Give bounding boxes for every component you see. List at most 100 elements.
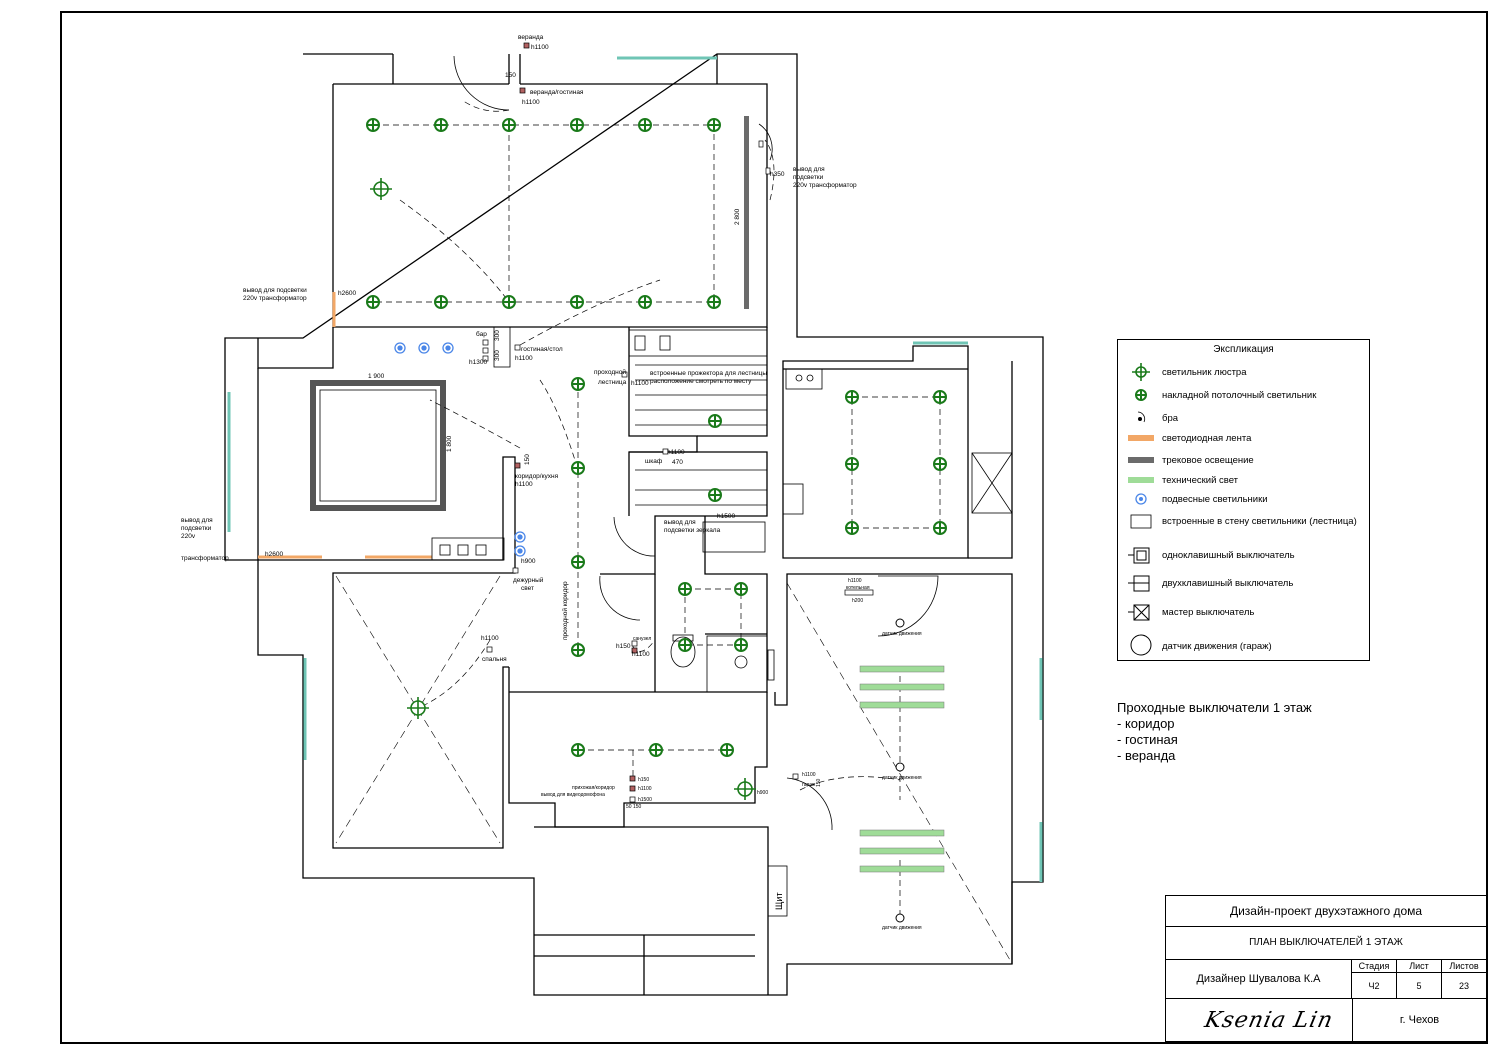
label-mirror: вывод для	[664, 519, 696, 526]
notes-item: - гостиная	[1117, 732, 1178, 747]
label-bar: бар	[476, 330, 487, 338]
label-h200: h200	[852, 598, 863, 604]
label-stair-proj: расположение смотреть по месту	[650, 378, 752, 385]
label-motion: датчик движения	[882, 775, 922, 781]
sheet-header: Лист	[1397, 959, 1442, 973]
legend-item: подвесные светильники	[1126, 489, 1365, 509]
label-output: вывод для подсветки	[243, 287, 307, 294]
sheet-frame	[60, 11, 1488, 1044]
pass-switch-notes: Проходные выключатели 1 этаж - коридор -…	[1117, 700, 1312, 764]
project-title: Дизайн-проект двухэтажного дома	[1166, 896, 1486, 927]
windows	[227, 56, 1043, 882]
label-dim: 150	[524, 454, 531, 465]
signature-logo: Ksenia Lin	[1202, 1008, 1336, 1033]
label-corridor-kitchen: коридор/кухня	[515, 473, 559, 480]
label-wardrobe: шкаф	[645, 458, 663, 465]
notes-item: - коридор	[1117, 716, 1175, 731]
label-h900: h900	[521, 558, 536, 565]
label-mirror: подсветки зеркала	[664, 527, 721, 534]
label-h1100: h1100	[515, 481, 533, 488]
sheet-value: 5	[1397, 973, 1442, 999]
label-living-table: гостиная/стол	[521, 346, 563, 353]
label-h900: h900	[757, 790, 768, 796]
label-dim: 300	[494, 350, 501, 361]
label-veranda: веранда	[518, 34, 544, 41]
motion-sensor-icon	[1126, 634, 1156, 656]
title-block: Дизайн-проект двухэтажного дома ПЛАН ВЫК…	[1165, 895, 1487, 1042]
designer: Дизайнер Шувалова К.А	[1166, 959, 1352, 999]
label-h1100: h1100	[802, 772, 816, 778]
sheet-title: ПЛАН ВЫКЛЮЧАТЕЛЕЙ 1 ЭТАЖ	[1166, 926, 1486, 960]
legend-item: встроенные в стену светильники (лестница…	[1126, 511, 1365, 531]
label-pass-stair: проходной	[594, 368, 626, 376]
walls	[224, 53, 1044, 996]
label-h2600: h2600	[265, 551, 283, 558]
label-duty: свет	[521, 585, 534, 592]
label-stair-proj: встроенные прожектора для лестницы	[650, 370, 767, 377]
label-dim: 300	[494, 330, 501, 341]
legend-item: трековое освещение	[1126, 450, 1365, 470]
chandeliers	[370, 178, 756, 800]
label-h1100: h1100	[631, 380, 649, 387]
legend-item: светодиодная лента	[1126, 428, 1365, 448]
label-dim: 150	[816, 778, 822, 787]
single-switch-icon	[1126, 545, 1156, 565]
label-h1100: h1100	[531, 44, 549, 51]
legend: Экспликация светильник люстра накладной …	[1117, 339, 1370, 661]
label-h1500: h1500	[638, 797, 652, 803]
ceiling-light-icon	[1126, 385, 1156, 405]
label-veranda-living: веранда/гостиная	[530, 89, 584, 96]
city: г. Чехов	[1352, 999, 1486, 1041]
legend-item: технический свет	[1126, 470, 1365, 490]
label-pass-stair: лестница	[598, 379, 627, 386]
label-h1500: h1500	[717, 513, 735, 520]
label-duty: дежурный	[513, 576, 544, 584]
led-strip-icon	[1126, 428, 1156, 448]
ceiling-fixtures	[366, 118, 947, 757]
label-dim: 50	[626, 804, 632, 810]
label-hall: прихожая/коридор	[572, 785, 615, 791]
legend-item: светильник люстра	[1126, 362, 1365, 382]
label-garage: гараж	[802, 782, 816, 788]
label-h350: h350	[770, 171, 785, 178]
label-output: 220v	[181, 533, 196, 540]
technical-lights	[859, 665, 945, 873]
label-output: 220v трансформатор	[243, 295, 307, 302]
chandelier-icon	[1126, 362, 1156, 382]
legend-item: одноклавишный выключатель	[1126, 545, 1365, 565]
label-output: трансформатор	[181, 555, 229, 562]
sconce-icon	[1126, 408, 1156, 428]
pendant-lights	[394, 342, 526, 557]
label-h150: h150	[616, 643, 631, 650]
legend-item: мастер выключатель	[1126, 602, 1365, 622]
label-h1300: h1300	[469, 359, 487, 366]
label-h1100: h1100	[515, 355, 533, 362]
label-dim: 2 800	[734, 208, 741, 225]
label-motion: датчик движения	[882, 631, 922, 637]
label-boiler: котельная	[846, 585, 870, 591]
notes-item: - веранда	[1117, 748, 1176, 763]
label-output: вывод для	[793, 166, 825, 173]
stage-value: Ч2	[1352, 973, 1397, 999]
label-dim: 1 800	[446, 435, 453, 452]
label-output: вывод для	[181, 517, 213, 524]
label-h2600: h2600	[338, 290, 356, 297]
pendant-icon	[1126, 489, 1156, 509]
label-video: вывод для видеодомофона	[541, 792, 605, 798]
sheets-header: Листов	[1442, 959, 1486, 973]
stage-header: Стадия	[1352, 959, 1397, 973]
track-light	[744, 116, 749, 309]
label-bedroom: спальня	[482, 656, 507, 663]
label-h1100: h1100	[522, 99, 540, 106]
label-dim: 470	[672, 459, 683, 466]
label-bathroom: санузел	[633, 636, 651, 642]
fireplace-block	[310, 380, 446, 511]
notes-title: Проходные выключатели 1 этаж	[1117, 700, 1312, 715]
label-h150: h150	[638, 777, 649, 783]
legend-title: Экспликация	[1213, 344, 1274, 355]
label-motion: датчик движения	[882, 925, 922, 931]
label-h1100: h1100	[481, 635, 499, 642]
legend-item: накладной потолочный светильник	[1126, 385, 1365, 405]
motion-sensors	[895, 618, 905, 923]
